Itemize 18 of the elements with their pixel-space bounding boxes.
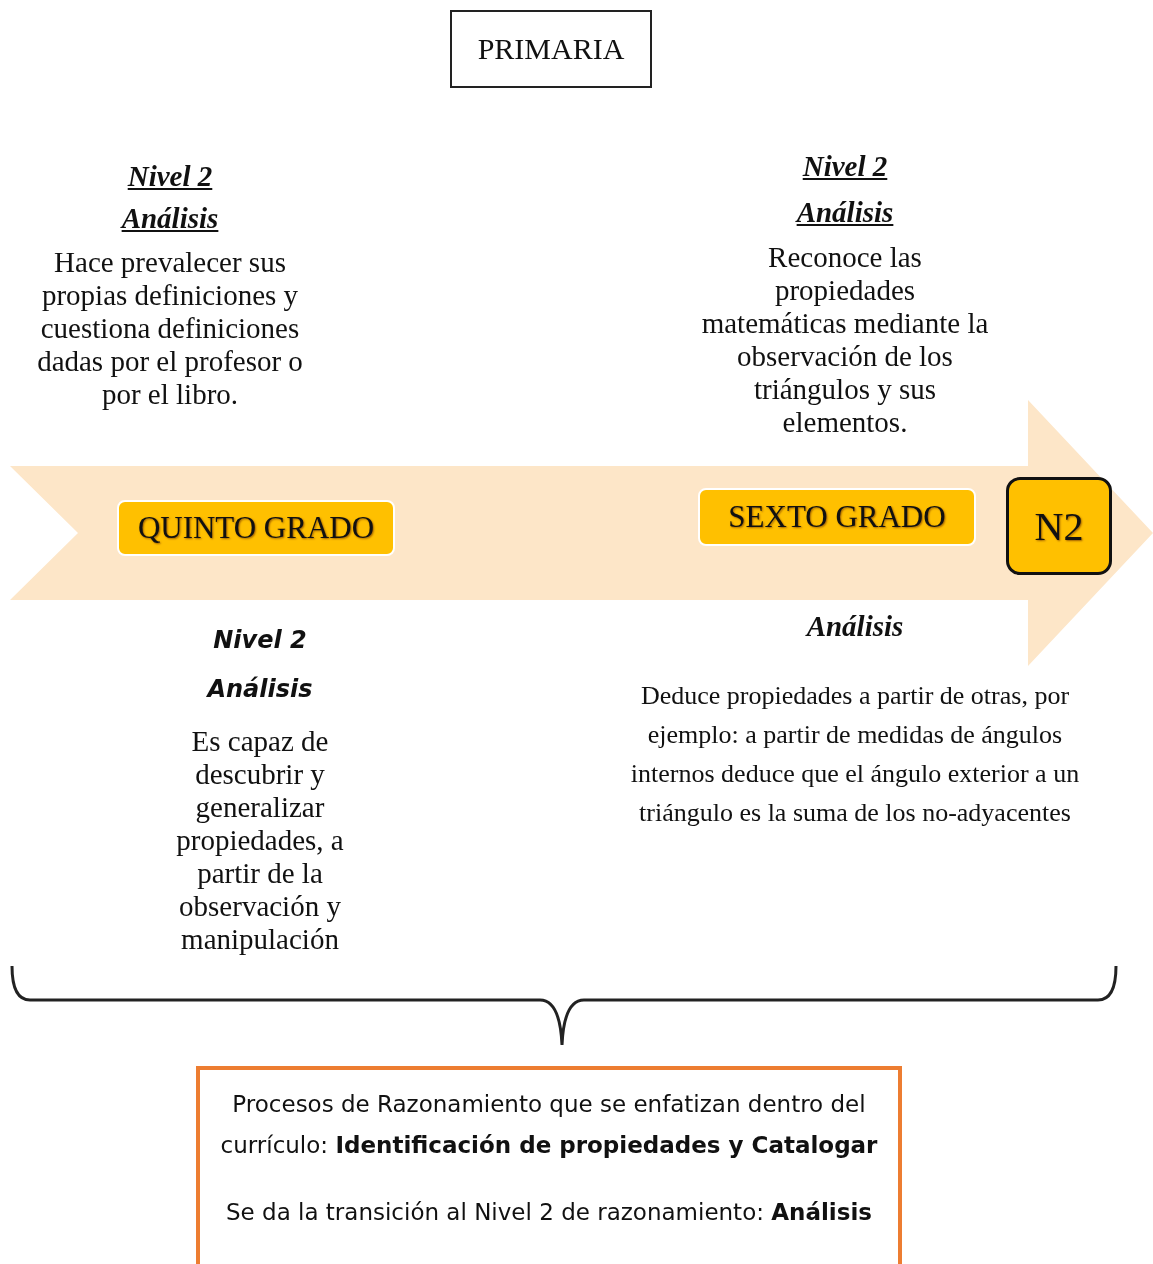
description-text: Reconoce las propiedades matemáticas mediante la observación de los triángulos y sus elementos. <box>700 241 990 439</box>
summary-box <box>196 1066 902 1264</box>
description-text: Deduce propiedades a partir de otras, por ejemplo: a partir de medidas de ángulos internos deduce que el ángulo exterior a un triángulo es la suma de los no-adyacentes <box>630 680 1080 829</box>
grade-box: SEXTO GRADO <box>698 488 976 546</box>
description-text: Es capaz de descubrir y generalizar propiedades, a partir de la observación y manipulación <box>175 725 345 956</box>
level-heading: Nivel 2 <box>802 150 888 182</box>
title-box: PRIMARIA <box>450 10 652 88</box>
level-heading: Análisis <box>806 610 904 642</box>
level-heading: Análisis <box>207 675 313 703</box>
summary-text: Se da la transición al Nivel 2 de razonamiento: Análisis <box>225 1198 873 1227</box>
level-heading: Análisis <box>121 202 219 234</box>
level-heading: Análisis <box>796 196 894 228</box>
grade-box: QUINTO GRADO <box>117 500 395 556</box>
summary-text: Procesos de Razonamiento que se enfatizan dentro del currículo: Identificación de propiedades y Catalogar <box>219 1090 879 1160</box>
level-heading: Nivel 2 <box>213 626 307 654</box>
level-badge: N2 <box>1006 477 1112 575</box>
description-text: Hace prevalecer sus propias definiciones y cuestiona definiciones dadas por el profesor o por el libro. <box>36 246 304 411</box>
level-heading: Nivel 2 <box>127 160 213 192</box>
